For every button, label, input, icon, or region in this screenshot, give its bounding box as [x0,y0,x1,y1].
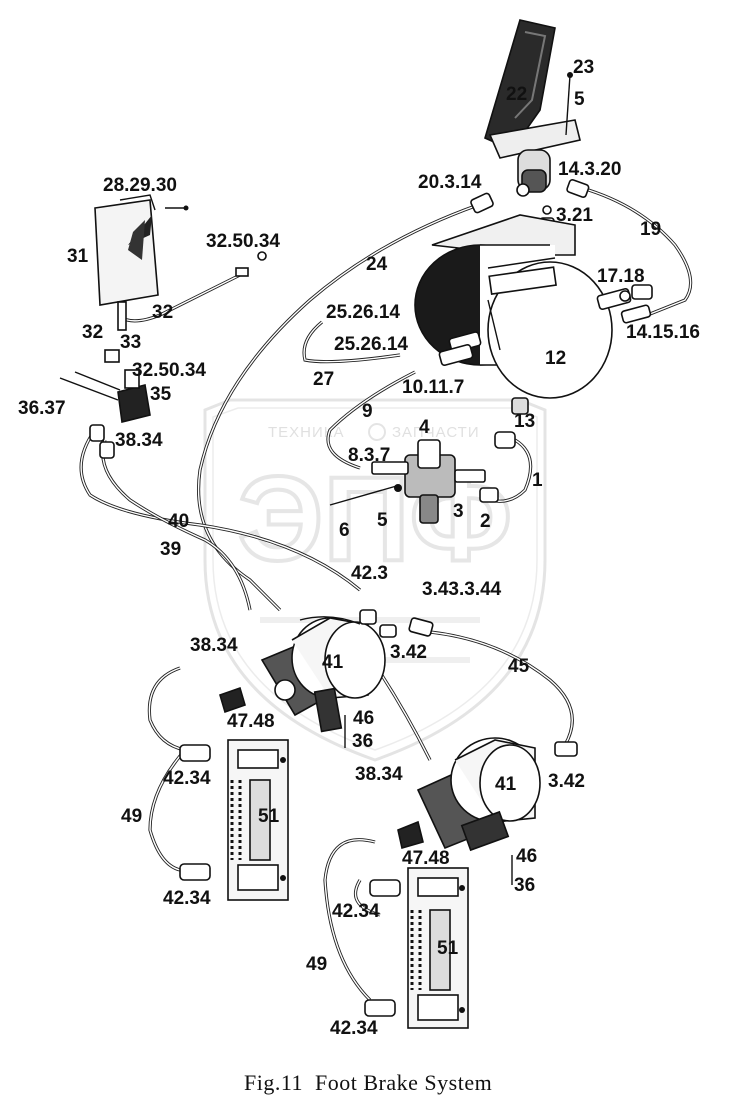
label-17-18: 17.18 [597,266,645,287]
reservoir [94,194,267,363]
label-42-3: 42.3 [351,563,388,584]
label-46-front: 46 [353,708,374,729]
label-38-34-top: 38.34 [115,430,163,451]
label-32-right: 32 [152,302,173,323]
brake-chamber-rear [397,737,578,885]
label-38-34-rear: 38.34 [355,764,403,785]
master-cylinder [59,369,151,459]
label-45: 45 [508,656,530,677]
label-40: 40 [168,511,189,532]
label-42-34-left-top: 42.34 [163,768,211,789]
label-51-left: 51 [258,806,280,827]
label-42-34-left-bottom: 42.34 [163,888,211,909]
watermark-text-right: ЗАПЧАСТИ [392,424,480,441]
label-36-rear: 36 [514,875,535,896]
label-3-21: 3.21 [556,205,593,226]
label-6: 6 [339,520,350,541]
label-36-front: 36 [352,731,373,752]
label-3-42-rear: 3.42 [548,771,585,792]
caliper-left [179,739,289,901]
label-10-11-7: 10.11.7 [402,377,464,398]
label-9: 9 [362,401,373,422]
label-25-26-14-bottom: 25.26.14 [334,334,408,355]
label-22: 22 [506,84,527,105]
label-33: 33 [120,332,141,353]
label-5-valve: 5 [377,510,388,531]
watermark-text-left: ТЕХНИКА [268,424,345,441]
label-3-43-3-44: 3.43.3.44 [422,579,502,600]
label-36-37: 36.37 [18,398,66,419]
label-31: 31 [67,246,89,267]
label-51-right: 51 [437,938,459,959]
label-35: 35 [150,384,172,405]
label-12: 12 [545,348,566,369]
label-14-15-16: 14.15.16 [626,322,700,343]
brake-pedal [484,19,581,193]
label-24: 24 [366,254,388,275]
label-25-26-14-top: 25.26.14 [326,302,400,323]
label-41-front: 41 [322,652,344,673]
part-labels: 23 22 5 28.29.30 20.3.14 14.3.20 3.21 19… [18,57,700,1039]
label-27: 27 [313,369,334,390]
gear-icon [368,423,386,441]
label-49-left: 49 [121,806,142,827]
brake-valve [329,431,516,524]
label-41-rear: 41 [495,774,517,795]
label-2: 2 [480,511,491,532]
label-4: 4 [419,417,430,438]
label-3-valve: 3 [453,501,464,522]
label-13: 13 [514,411,535,432]
label-32-left: 32 [82,322,103,343]
label-49-right: 49 [306,954,327,975]
label-32-50-34-top: 32.50.34 [206,231,280,252]
label-28-29-30: 28.29.30 [103,175,177,196]
label-42-34-right-bottom: 42.34 [330,1018,378,1039]
label-39: 39 [160,539,181,560]
brake-pipes [79,186,693,1002]
label-46-rear: 46 [516,846,537,867]
air-tank [414,214,653,415]
label-32-50-34-bottom: 32.50.34 [132,360,206,381]
label-5-top: 5 [574,89,585,110]
label-42-34-right-top: 42.34 [332,901,380,922]
label-23: 23 [573,57,594,78]
caliper-right [364,867,469,1029]
figure-caption: Fig.11 Foot Brake System [244,1070,492,1095]
label-20-3-14: 20.3.14 [418,172,482,193]
label-47-48-left: 47.48 [227,711,275,732]
label-38-34-mid: 38.34 [190,635,238,656]
label-19: 19 [640,219,661,240]
label-14-3-20: 14.3.20 [558,159,621,180]
label-8-3-7: 8.3.7 [348,445,390,466]
brake-chamber-front [219,609,434,748]
label-47-48-right: 47.48 [402,848,450,869]
label-3-42-front: 3.42 [390,642,427,663]
label-1: 1 [532,470,543,491]
